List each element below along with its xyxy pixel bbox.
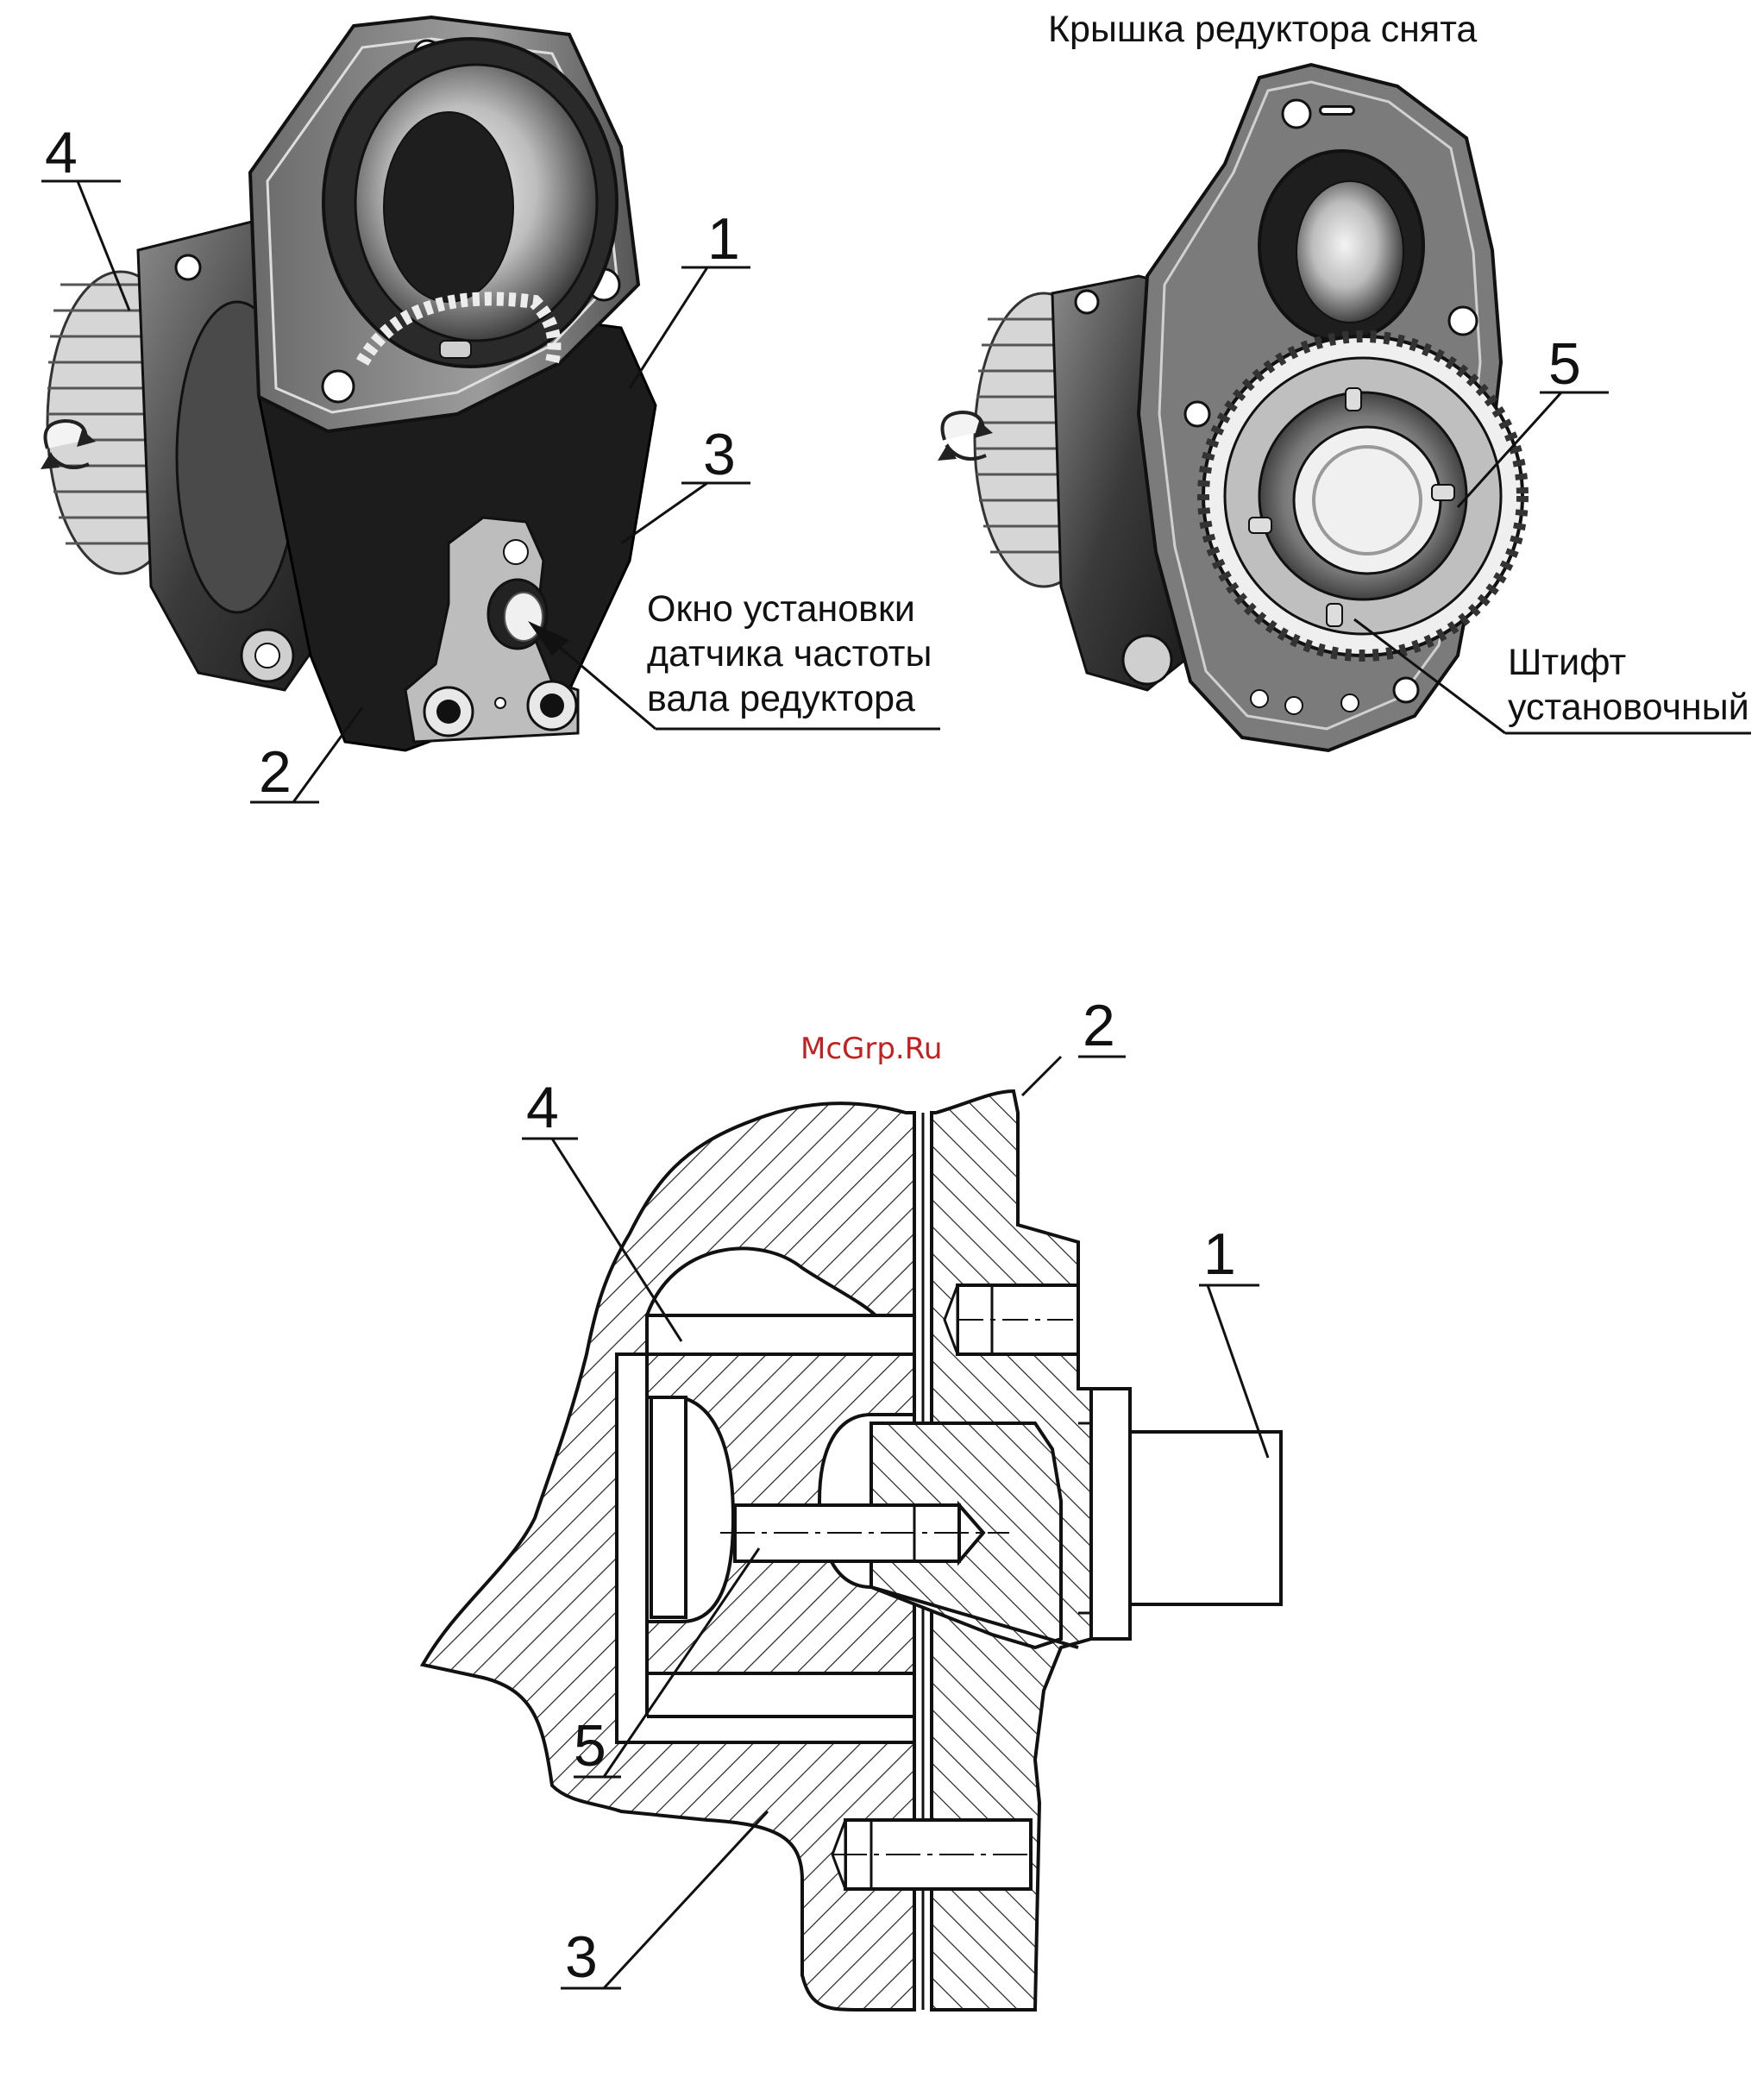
section-view: McGrp.Ru: [423, 993, 1281, 2010]
pin-label-line2: установочный: [1508, 687, 1749, 728]
sensor-window-label-line3: вала редуктора: [647, 678, 915, 719]
right-gearbox-view: Крышка редуктора снята: [938, 9, 1751, 750]
sensor-window-label-line1: Окно установки: [647, 588, 915, 630]
sensor-window-label-line2: датчика частоты: [647, 633, 932, 675]
section-bottom-bolt: [832, 1820, 1031, 1889]
left-callout-3: 3: [703, 422, 736, 487]
right-ring-gear: [1203, 336, 1522, 656]
right-callout-5: 5: [1548, 331, 1581, 397]
section-sensor-part-1: [1078, 1389, 1281, 1639]
pin-label-line1: Штифт: [1508, 642, 1626, 683]
watermark: McGrp.Ru: [800, 1032, 942, 1066]
left-gearbox-view: 4 1 3 2 Окно установки датчика частоты в…: [41, 17, 940, 805]
left-callout-1: 1: [707, 206, 740, 272]
section-pin-part-5: [720, 1505, 1009, 1561]
cover-removed-caption: Крышка редуктора снята: [1048, 9, 1477, 50]
section-callout-4: 4: [526, 1075, 559, 1140]
section-callout-5: 5: [574, 1713, 606, 1779]
section-callout-2: 2: [1083, 993, 1115, 1058]
left-callout-2: 2: [259, 739, 292, 805]
left-callout-4: 4: [45, 120, 78, 185]
section-callout-3: 3: [565, 1924, 598, 1990]
section-callout-1: 1: [1203, 1221, 1236, 1287]
